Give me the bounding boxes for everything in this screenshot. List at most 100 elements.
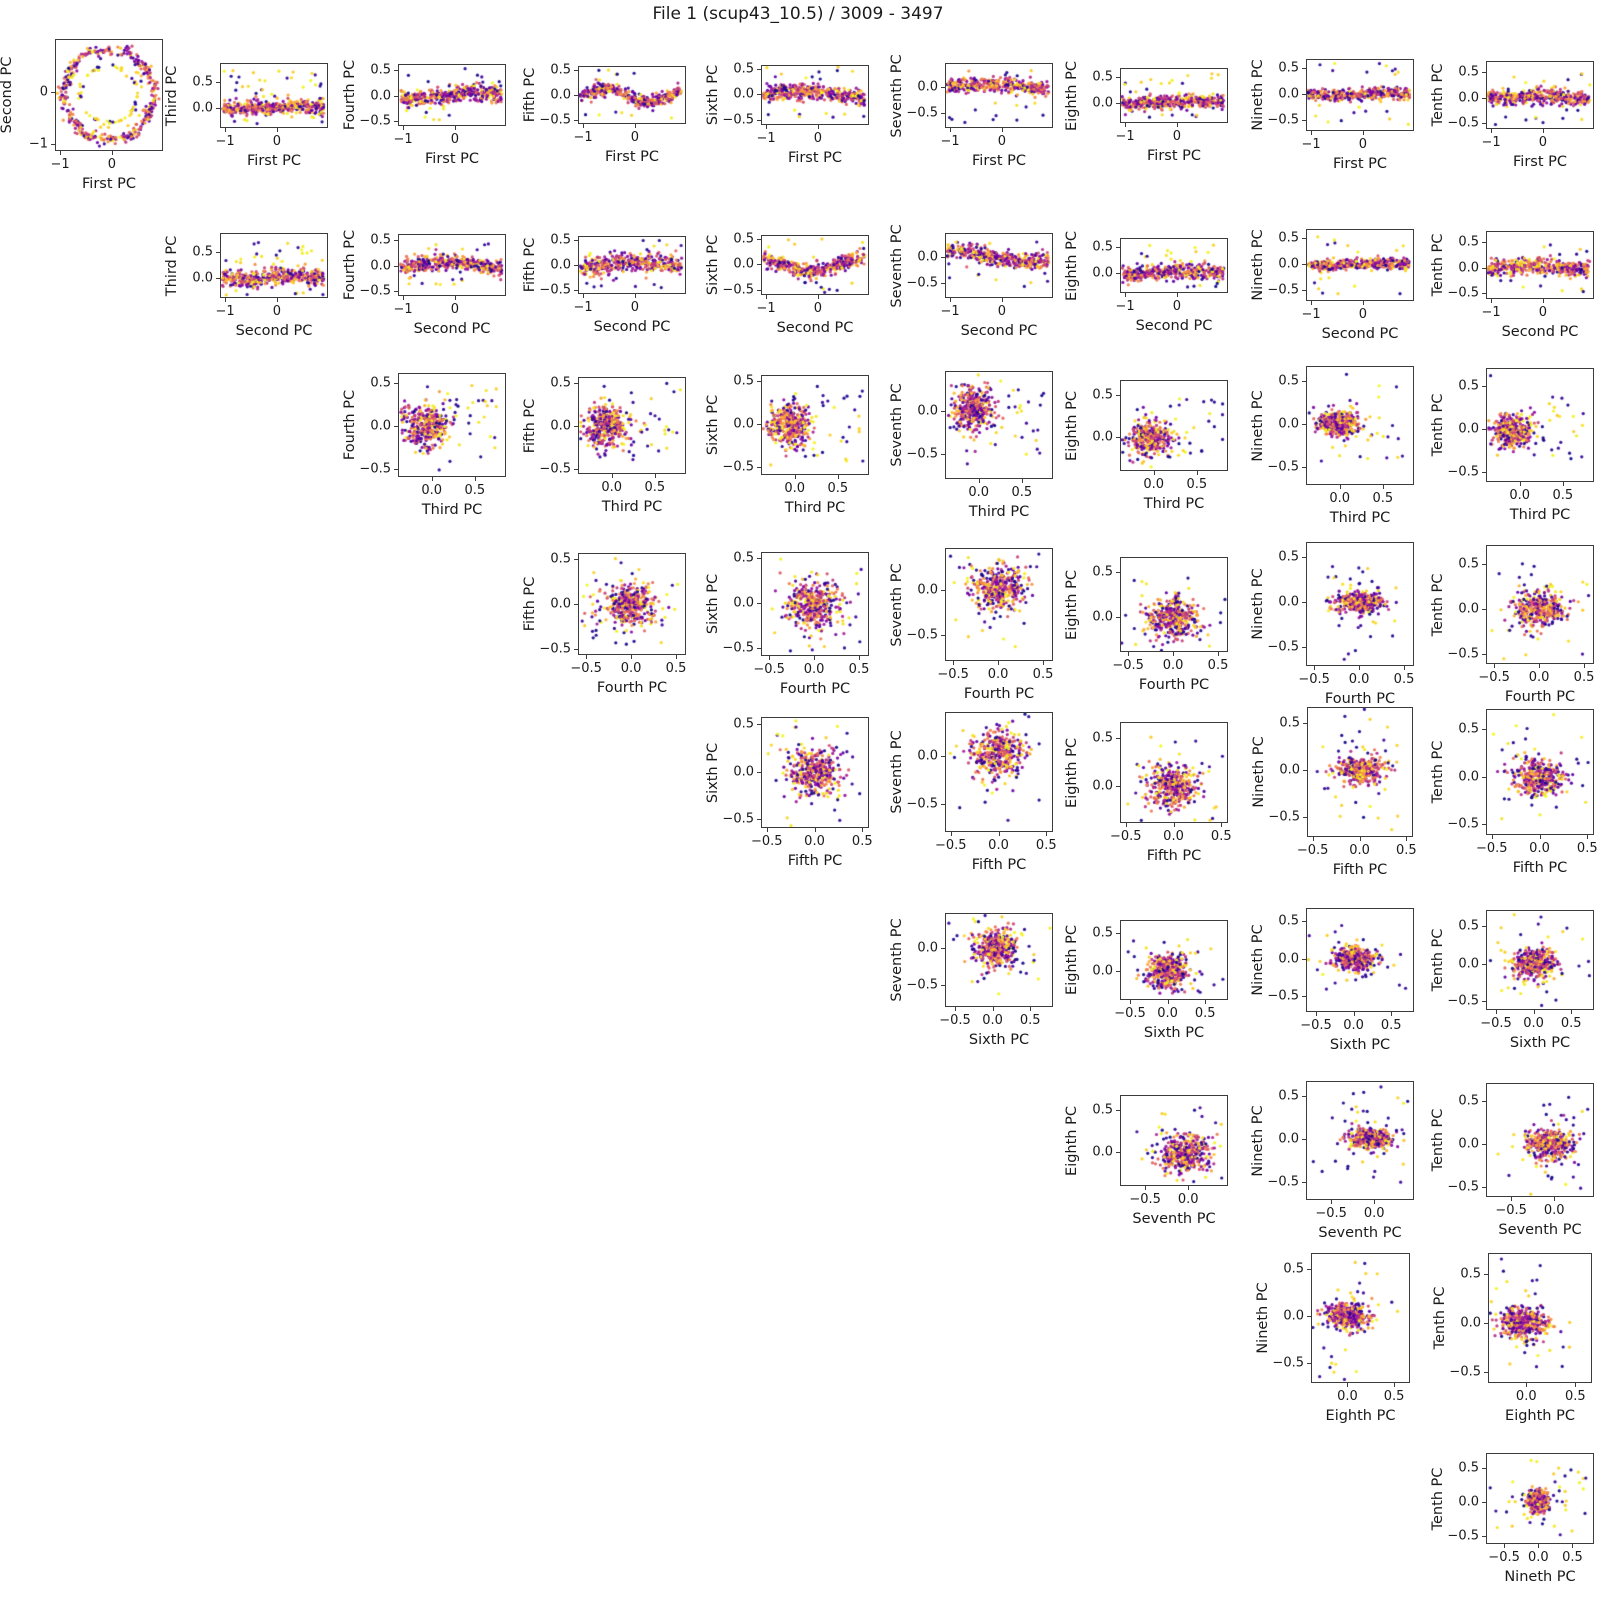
x-tick-label: −0.5 [1488, 1550, 1520, 1565]
x-tick-label: −1 [756, 301, 776, 316]
x-tick-label: 0.0 [784, 481, 806, 496]
x-tick-label: 0.5 [848, 662, 870, 677]
y-axis-label: Seventh PC [889, 223, 905, 308]
y-tick-label: 0.5 [370, 375, 391, 391]
x-tick-mark [654, 474, 656, 478]
plot-frame [1486, 231, 1594, 299]
y-tick-label: 0.5 [1283, 1261, 1304, 1277]
x-tick-mark [859, 656, 861, 660]
scatter-points-canvas [762, 553, 868, 655]
y-tick-mark [1303, 817, 1307, 819]
y-tick-label: −0.5 [722, 112, 754, 128]
y-tick-label: 0.5 [1278, 913, 1299, 929]
x-axis-label: Eighth PC [1505, 1408, 1575, 1424]
y-axis-label: Tenth PC [1430, 740, 1446, 804]
x-tick-label: 0.5 [1035, 838, 1057, 853]
x-tick-mark [1311, 131, 1313, 135]
y-tick-label: 0.0 [1458, 421, 1479, 437]
x-tick-mark [1125, 293, 1127, 297]
y-tick-label: −0.5 [1272, 1355, 1304, 1371]
y-tick-label: 0.0 [1458, 260, 1479, 276]
x-tick-mark [1359, 837, 1361, 841]
y-tick-label: 0.5 [1278, 1088, 1299, 1104]
scatter-points-canvas [399, 235, 505, 295]
y-tick-mark [1302, 996, 1306, 997]
x-tick-label: 0.0 [1529, 841, 1550, 856]
x-axis-label: Sixth PC [968, 1032, 1030, 1048]
y-tick-label: −0.5 [1449, 1364, 1481, 1380]
x-tick-label: −0.5 [1109, 829, 1142, 844]
y-tick-mark [941, 87, 945, 89]
x-tick-mark [769, 656, 771, 660]
scatter-points-canvas [1487, 369, 1593, 481]
y-tick-mark [51, 91, 55, 93]
x-tick-mark [454, 296, 456, 300]
x-tick-label: 0.5 [1573, 670, 1595, 685]
y-tick-mark [1307, 1363, 1311, 1365]
scatter-points-canvas [946, 914, 1052, 1006]
x-tick-label: 0.5 [1380, 1018, 1402, 1033]
plot-frame [761, 65, 869, 125]
plot-frame [220, 63, 328, 128]
x-tick-mark [1362, 131, 1364, 135]
scatter-points-canvas [1487, 546, 1593, 663]
y-tick-mark [1482, 654, 1486, 655]
x-tick-label: 0 [997, 134, 1006, 149]
plot-frame [761, 552, 869, 656]
x-tick-mark [1046, 832, 1048, 836]
x-axis-label: Third PC [784, 500, 846, 516]
y-axis-label: Fourth PC [342, 59, 358, 131]
x-tick-mark [276, 298, 278, 302]
x-axis-label: Second PC [776, 320, 854, 336]
y-tick-label: 0.0 [1092, 429, 1113, 445]
scatter-points-canvas [1307, 1082, 1413, 1199]
x-tick-mark [1314, 666, 1316, 670]
plot-frame [578, 377, 686, 474]
x-axis-label: First PC [247, 153, 301, 169]
plot-frame [578, 553, 686, 655]
x-tick-mark [814, 828, 816, 832]
x-tick-mark [1311, 301, 1313, 305]
x-tick-label: 0.0 [1363, 1206, 1385, 1221]
y-tick-label: 0.5 [733, 61, 754, 77]
y-tick-label: 0.0 [370, 258, 391, 273]
y-tick-label: −0.5 [1267, 639, 1299, 655]
y-tick-label: 0.5 [550, 232, 571, 248]
y-tick-mark [757, 467, 761, 469]
x-tick-mark [992, 1007, 994, 1011]
y-tick-label: 0.0 [917, 249, 938, 265]
y-tick-label: 0.5 [733, 550, 754, 566]
x-axis-label: Third PC [1143, 496, 1205, 512]
y-tick-label: 0.5 [1279, 715, 1300, 731]
y-tick-mark [1116, 785, 1120, 787]
x-tick-mark [950, 298, 952, 302]
y-tick-mark [1302, 647, 1306, 649]
plot-frame [1306, 1081, 1414, 1200]
x-tick-label: 0 [1358, 307, 1367, 322]
y-tick-mark [1302, 921, 1306, 922]
x-tick-label: −0.5 [937, 667, 969, 682]
y-axis-label: Eighth PC [1064, 569, 1080, 640]
y-tick-label: −0.5 [1267, 112, 1299, 128]
x-tick-mark [1542, 299, 1544, 303]
y-tick-label: 0.0 [917, 403, 938, 419]
x-tick-mark [1128, 652, 1130, 656]
x-tick-label: −0.5 [934, 838, 967, 853]
y-axis-label: Fifth PC [522, 67, 538, 123]
y-tick-label: 0.0 [733, 256, 754, 272]
scatter-points-canvas [1121, 921, 1227, 999]
x-axis-label: Second PC [1135, 318, 1213, 334]
y-tick-label: 0.0 [1092, 609, 1113, 625]
y-tick-mark [1116, 738, 1120, 740]
plot-frame [1486, 1083, 1594, 1197]
y-tick-mark [941, 453, 945, 455]
x-tick-label: 0.0 [982, 1013, 1003, 1028]
x-tick-mark [1394, 1383, 1396, 1387]
y-axis-label: Seventh PC [889, 562, 905, 647]
